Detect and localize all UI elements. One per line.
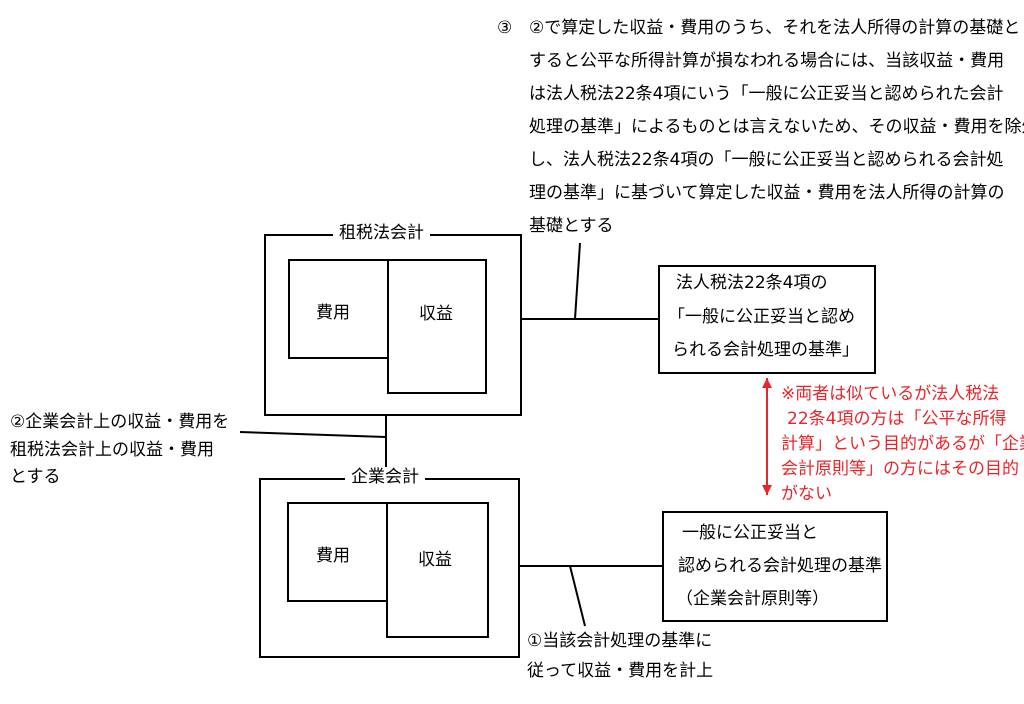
comparison-note-line: 会計原則等」の方にはその目的 bbox=[781, 459, 1019, 479]
note-1-line: 従って収益・費用を計上 bbox=[527, 661, 714, 681]
comparison-note-line: ※両者は似ているが法人税法 bbox=[781, 384, 1000, 404]
tax-expense-label: 費用 bbox=[316, 303, 350, 323]
tax-law-standard-box: 法人税法22条4項の 「一般に公正妥当と認め られる会計処理の基準」 bbox=[658, 265, 876, 374]
standard-line: （企業会計原則等） bbox=[676, 589, 829, 609]
accounting-standard-box: 一般に公正妥当と 認められる会計処理の基準 （企業会計原則等） bbox=[662, 511, 888, 622]
tax-law-line: 「一般に公正妥当と認め bbox=[668, 307, 855, 327]
tax-accounting-title: 租税法会計 bbox=[333, 220, 430, 247]
tax-expense-box: 費用 bbox=[288, 259, 390, 359]
note-3-line: ②で算定した収益・費用のうち、それを法人所得の計算の基礎と bbox=[529, 18, 1021, 38]
tax-revenue-box: 収益 bbox=[387, 259, 487, 394]
note-3-line: 基礎とする bbox=[529, 216, 614, 236]
corporate-accounting-title: 企業会計 bbox=[345, 464, 425, 491]
connector-note2 bbox=[239, 431, 387, 438]
corporate-revenue-label: 収益 bbox=[418, 550, 452, 570]
note-2-line: とする bbox=[10, 467, 61, 487]
corporate-expense-box: 費用 bbox=[287, 502, 390, 602]
tax-law-line: られる会計処理の基準」 bbox=[672, 340, 859, 360]
corporate-expense-label: 費用 bbox=[316, 546, 350, 566]
note-3-number: ③ bbox=[497, 18, 513, 38]
note-3-line: 理の基準」に基づいて算定した収益・費用を法人所得の計算の bbox=[529, 183, 1005, 203]
note-2-line: 租税法会計上の収益・費用 bbox=[10, 440, 214, 460]
note-3-line: し、法人税法22条4項の「一般に公正妥当と認められる会計処 bbox=[529, 150, 1004, 170]
connector-note3 bbox=[574, 242, 581, 320]
note-3-line: すると公平な所得計算が損なわれる場合には、当該収益・費用 bbox=[529, 51, 1005, 71]
note-3-line: 処理の基準」によるものとは言えないため、その収益・費用を除外 bbox=[529, 117, 1024, 137]
comparison-note-line: 22条4項の方は「公平な所得 bbox=[787, 409, 1007, 429]
comparison-note-line: がない bbox=[781, 484, 832, 504]
tax-revenue-label: 収益 bbox=[419, 304, 453, 324]
connector-note1 bbox=[569, 565, 586, 627]
standard-line: 認められる会計処理の基準 bbox=[678, 556, 882, 576]
comparison-note-line: 計算」という目的があるが「企業 bbox=[781, 434, 1024, 454]
note-2-line: ②企業会計上の収益・費用を bbox=[10, 412, 230, 432]
tax-law-line: 法人税法22条4項の bbox=[676, 273, 828, 293]
note-1-line: ①当該会計処理の基準に bbox=[527, 631, 713, 651]
note-3-line: は法人税法22条4項にいう「一般に公正妥当と認められた会計 bbox=[529, 84, 1004, 104]
standard-line: 一般に公正妥当と bbox=[682, 523, 818, 543]
corporate-revenue-box: 収益 bbox=[386, 502, 489, 638]
